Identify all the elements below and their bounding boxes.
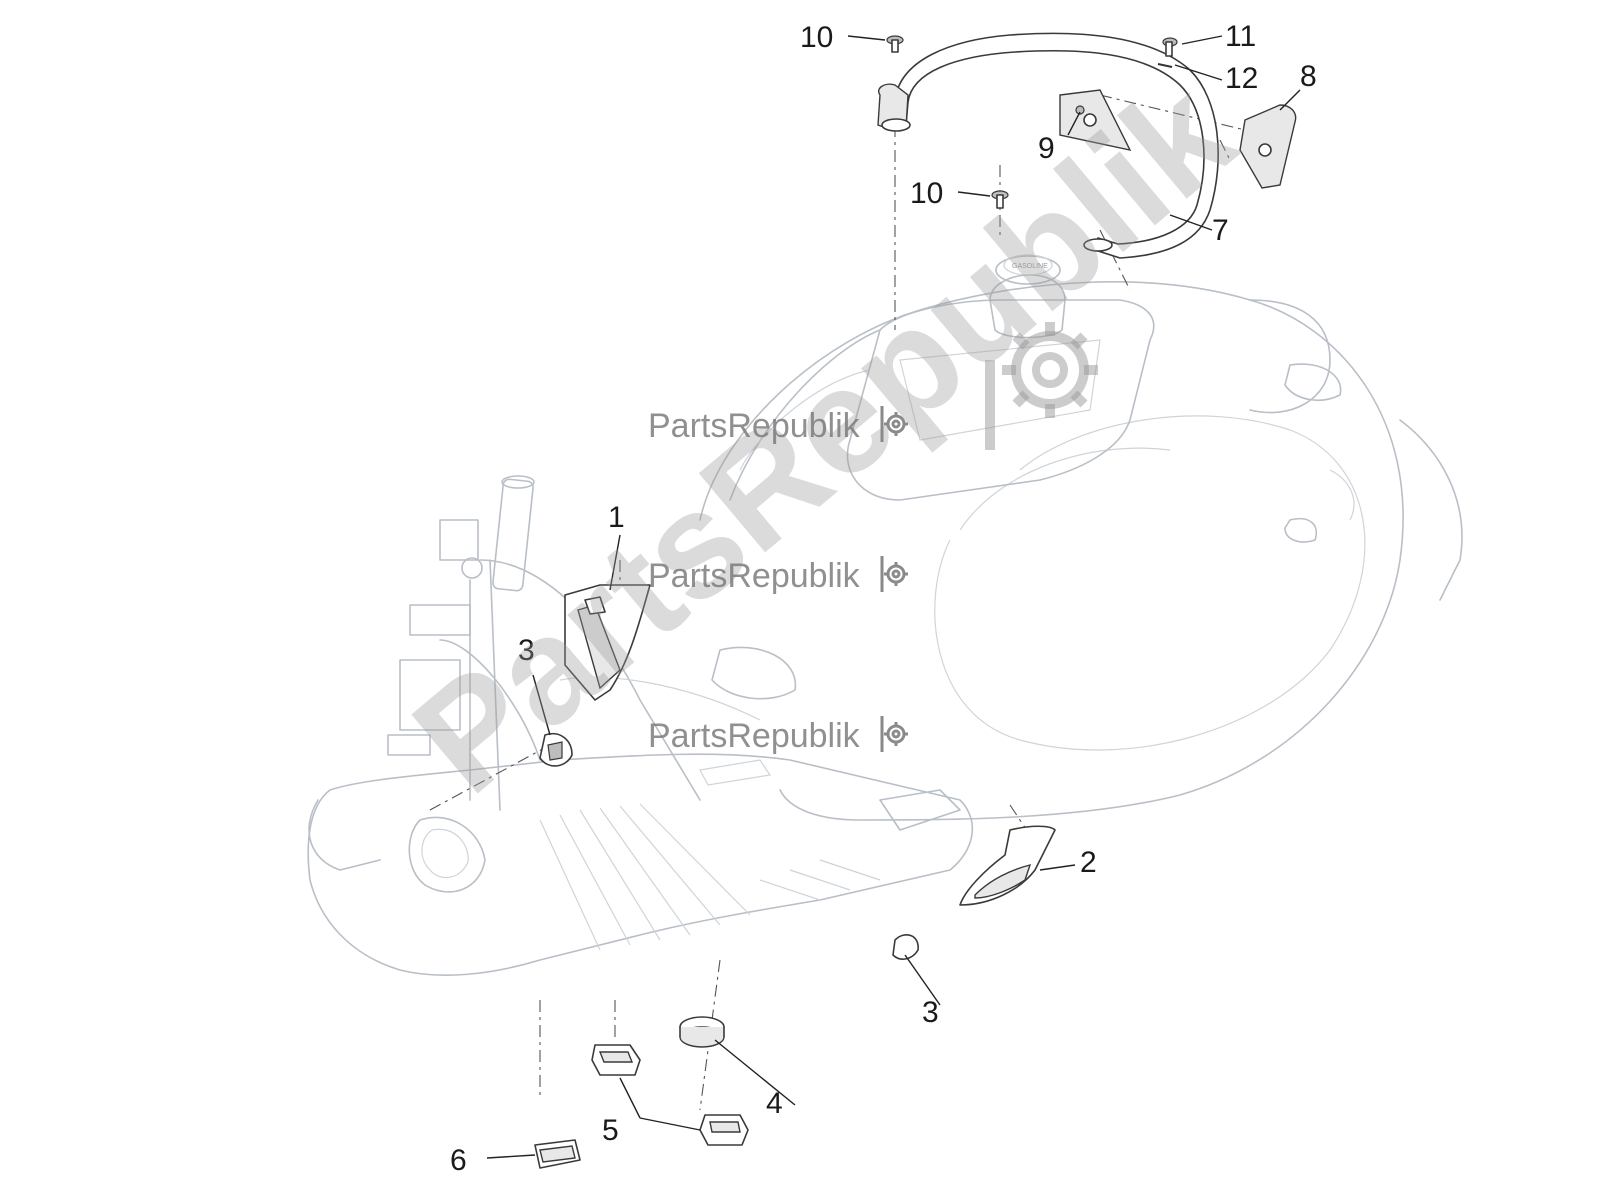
callout-7: 7 bbox=[1212, 214, 1229, 247]
watermark-row-3: PartsRepublik bbox=[648, 716, 908, 755]
callout-8: 8 bbox=[1300, 60, 1317, 93]
screw-middle bbox=[991, 190, 1009, 209]
gear-icon bbox=[880, 406, 908, 442]
callout-11: 11 bbox=[1225, 20, 1256, 53]
gear-icon bbox=[880, 716, 908, 752]
rear-grab-rail bbox=[877, 32, 1219, 259]
screw-right bbox=[1162, 37, 1178, 57]
leader-lines bbox=[486, 35, 1301, 1159]
watermark-text-1: PartsRepublik bbox=[648, 407, 861, 445]
rear-bracket-cover bbox=[1239, 104, 1297, 189]
rubber-plug-upper bbox=[591, 1044, 641, 1076]
screw-top bbox=[886, 35, 904, 53]
callout-1: 1 bbox=[608, 501, 625, 534]
callout-4: 4 bbox=[766, 1087, 783, 1120]
callout-3-left: 3 bbox=[518, 634, 535, 667]
small-cover-left bbox=[539, 733, 573, 767]
callout-10-top: 10 bbox=[800, 21, 833, 54]
callout-9: 9 bbox=[1038, 132, 1055, 165]
side-panel-cover bbox=[959, 825, 1056, 906]
small-bolt bbox=[1075, 105, 1085, 115]
grommet bbox=[679, 1016, 725, 1048]
callout-10-middle: 10 bbox=[910, 177, 943, 210]
tank-cap-label: GASOLINE bbox=[1012, 263, 1048, 270]
rubber-plug-lower bbox=[699, 1114, 749, 1146]
callout-5: 5 bbox=[602, 1114, 619, 1147]
glovebox-door bbox=[564, 584, 651, 701]
callout-2: 2 bbox=[1080, 846, 1097, 879]
callout-12: 12 bbox=[1225, 62, 1258, 95]
gear-icon bbox=[985, 322, 1098, 450]
small-cover-right bbox=[892, 934, 919, 960]
steering-frame-outline bbox=[387, 475, 535, 811]
callout-labels: 10 10 11 12 8 9 7 1 3 2 3 4 5 6 bbox=[450, 20, 1317, 1177]
gear-icon bbox=[880, 556, 908, 592]
washer bbox=[1157, 63, 1173, 68]
watermark-text-2: PartsRepublik bbox=[648, 557, 861, 595]
callout-3-bottom: 3 bbox=[922, 996, 939, 1029]
watermark-text-3: PartsRepublik bbox=[648, 717, 861, 755]
watermark-row-1: PartsRepublik bbox=[648, 406, 908, 445]
watermark-row-2: PartsRepublik bbox=[648, 556, 908, 595]
flat-plug bbox=[534, 1139, 581, 1169]
callout-6: 6 bbox=[450, 1144, 467, 1177]
scooter-body-outline bbox=[307, 281, 1463, 976]
